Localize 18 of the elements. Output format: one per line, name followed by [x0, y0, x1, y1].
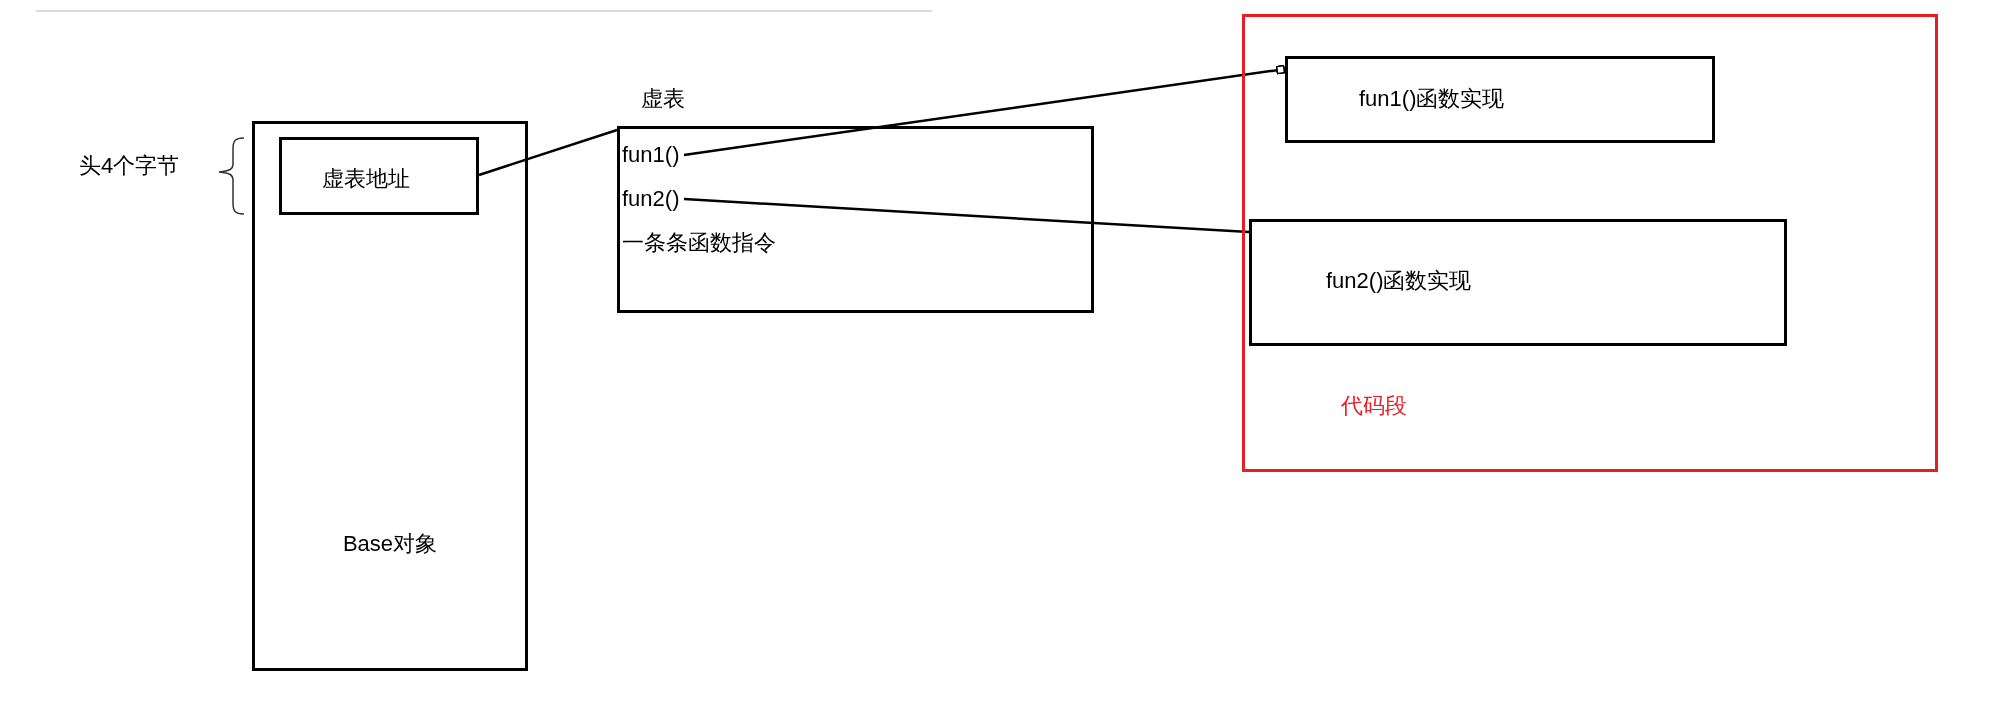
function-label: fun1()函数实现 [1359, 85, 1505, 113]
function-box [1249, 219, 1787, 346]
connector-line [478, 128, 618, 177]
connector-line [683, 64, 1286, 157]
box-label: Base对象 [342, 530, 438, 558]
object-box [252, 121, 528, 671]
entry-label: fun1() [622, 140, 680, 170]
function-box [1285, 56, 1715, 143]
connector-line [683, 197, 1250, 234]
entry-label: fun2() [622, 184, 680, 214]
instruction-text: 一条条函数指令 [622, 229, 776, 257]
box-label: 虚表地址 [322, 165, 410, 193]
table-heading: 虚表 [641, 85, 685, 113]
region-label: 代码段 [1341, 392, 1407, 420]
code-segment-frame [1242, 14, 1938, 472]
pointer-field-box [279, 137, 479, 215]
function-label: fun2()函数实现 [1326, 267, 1472, 295]
brace-label: 头4个字节 [79, 152, 180, 180]
